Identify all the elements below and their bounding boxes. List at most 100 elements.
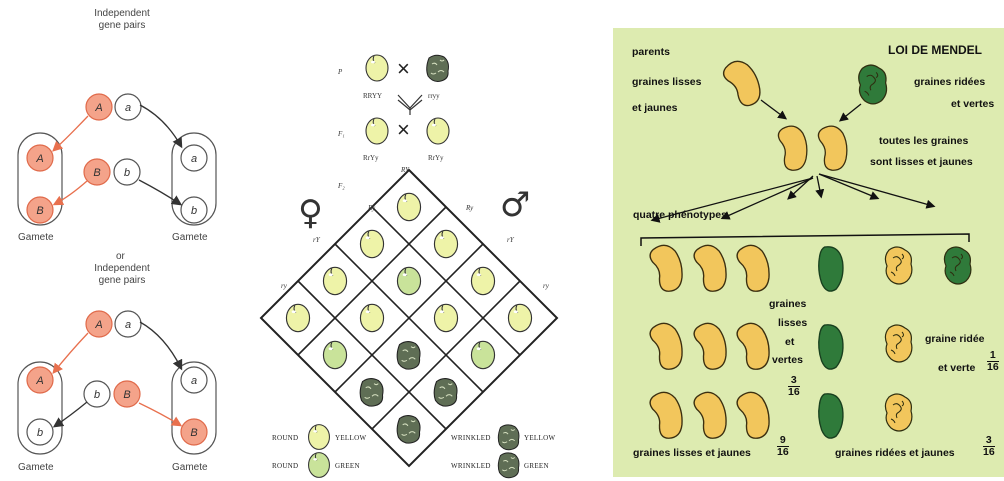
gamete-rY-left: rY xyxy=(313,236,320,244)
gamete-right-a-bottom-text: a xyxy=(191,375,197,387)
gamete-ry-right: ry xyxy=(543,282,549,290)
seed-wrinkled-yellow-r1 xyxy=(885,325,912,362)
green-smooth-line2: lisses xyxy=(778,317,807,330)
seed-wrinkled-green xyxy=(944,247,971,284)
parents-label: parents xyxy=(632,46,670,59)
p-genotype-left: RRYY xyxy=(363,92,382,100)
mendel-title: LOI DE MENDEL xyxy=(888,44,982,57)
punnett-cell-3-1 xyxy=(323,341,346,368)
punnett-cell-2-0 xyxy=(323,267,346,294)
arrow-a-to-right xyxy=(140,105,181,146)
pea-f1-right xyxy=(427,118,449,144)
punnett-cell-0-2 xyxy=(471,267,494,294)
phenotype-bracket xyxy=(641,234,969,246)
green-smooth-line4: vertes xyxy=(772,354,803,367)
or-label: or xyxy=(116,251,125,262)
punnett-panel: P F₁ F₂ × × RRYY rryy RrYy RrYy RY Ry Ry… xyxy=(250,0,585,481)
legend-yellow-2: YELLOW xyxy=(524,434,555,442)
arrow-f2-3 xyxy=(819,174,877,198)
seed-wrinkled-yellow-r2 xyxy=(885,394,912,431)
yellow-wrinkled-label: graines ridées et jaunes xyxy=(835,447,955,460)
legend-yellow-1: YELLOW xyxy=(335,434,366,442)
gamete-left-A-top-text: A xyxy=(35,153,43,165)
seed-smooth-yellow-r0-1 xyxy=(692,242,730,293)
gamete-label-right-top: Gamete xyxy=(172,232,208,243)
punnett-cell-2-3 xyxy=(434,379,457,407)
gamete-right-a-top-text: a xyxy=(191,153,197,165)
green-smooth-line3: et xyxy=(785,336,794,349)
seed-parent-wrinkled-green xyxy=(859,65,887,104)
arrow-b-to-right xyxy=(139,180,180,204)
p-genotype-right: rryy xyxy=(428,92,440,100)
legend-pea-round-green xyxy=(309,453,330,478)
allele-b-bottom-text: b xyxy=(94,389,100,401)
punnett-cell-1-2 xyxy=(434,304,457,331)
arrow-A-to-left-bottom xyxy=(54,333,88,372)
arrow-B-to-right-bottom xyxy=(139,403,180,425)
seed-smooth-yellow-r0-0 xyxy=(648,242,686,293)
allele-a-top-text: a xyxy=(125,102,131,114)
allele-A-bottom-text: A xyxy=(94,319,102,331)
punnett-cell-3-0 xyxy=(286,304,309,331)
seed-smooth-yellow-r2-0 xyxy=(648,389,686,440)
pea-p-wrinkled-green xyxy=(427,55,449,81)
pea-f1-left xyxy=(366,118,388,144)
allele-B-bottom-text: B xyxy=(123,389,130,401)
gamete-left-B-top-text: B xyxy=(36,205,43,217)
punnett-diagram xyxy=(250,0,585,481)
male-symbol: ♂ xyxy=(500,188,530,222)
mendel-panel: parents LOI DE MENDEL graines lisses et … xyxy=(613,28,1004,477)
gamete-right-B-bottom-text: B xyxy=(190,427,197,439)
arrow-left-parent xyxy=(761,100,785,118)
gamete-right-b-top-text: b xyxy=(191,205,197,217)
wrinkled-green-line1: graine ridée xyxy=(925,333,985,346)
seed-parent-smooth-yellow xyxy=(720,56,766,110)
right-parent-line2: et vertes xyxy=(951,98,994,111)
gamete-label-right-bottom: Gamete xyxy=(172,462,208,473)
left-parent-line2: et jaunes xyxy=(632,102,678,115)
legend-green-2: GREEN xyxy=(524,462,549,470)
f1-genotype-right: RrYy xyxy=(428,154,444,162)
bottom-title: Independentgene pairs xyxy=(72,263,172,287)
gamete-ry-left: ry xyxy=(281,282,287,290)
seed-wrinkled-yellow-r0 xyxy=(885,247,912,284)
seed-f1-left xyxy=(778,125,809,171)
seed-smooth-green-r0 xyxy=(819,247,843,291)
legend-green-1: GREEN xyxy=(335,462,360,470)
allele-a-bottom-text: a xyxy=(125,319,131,331)
gamete-RY: RY xyxy=(401,166,409,174)
right-parent-line1: graines ridées xyxy=(914,76,985,89)
pea-p-round-yellow xyxy=(366,55,388,81)
punnett-cell-1-0 xyxy=(360,230,383,257)
seed-smooth-yellow-r0-2 xyxy=(735,242,773,293)
punnett-cell-2-1 xyxy=(360,304,383,331)
seed-smooth-yellow-r2-2 xyxy=(735,389,773,440)
punnett-cell-1-3 xyxy=(471,341,494,368)
arrow-B-to-left xyxy=(55,181,87,204)
cross-arrows xyxy=(398,95,422,115)
seed-smooth-yellow-r1-2 xyxy=(735,320,773,371)
seed-smooth-yellow-r2-1 xyxy=(692,389,730,440)
arrow-f2-2 xyxy=(817,176,821,196)
mendel-diagram xyxy=(613,28,1004,477)
female-symbol: ♀ xyxy=(298,196,323,230)
punnett-cell-2-2 xyxy=(397,342,420,370)
gamete-label-left-bottom: Gamete xyxy=(18,462,54,473)
punnett-cell-1-1 xyxy=(397,267,420,294)
seed-smooth-yellow-r1-1 xyxy=(692,320,730,371)
gamete-Ry-left: Ry xyxy=(368,204,375,212)
four-phenotypes-label: quatre phénotypes xyxy=(633,209,727,222)
arrow-b-to-left-bottom xyxy=(55,402,87,426)
f1-line2: sont lisses et jaunes xyxy=(870,156,973,169)
gamete-left-b-bottom-text: b xyxy=(37,427,43,439)
green-smooth-line1: graines xyxy=(769,298,806,311)
arrow-a-to-right-bottom xyxy=(140,322,181,368)
legend-wrinkled-1: WRINKLED xyxy=(451,434,491,442)
arrow-A-to-left xyxy=(54,116,88,150)
gamete-Ry-right: Ry xyxy=(466,204,473,212)
cross-symbol-p: × xyxy=(397,56,410,82)
punnett-cell-0-1 xyxy=(434,230,457,257)
